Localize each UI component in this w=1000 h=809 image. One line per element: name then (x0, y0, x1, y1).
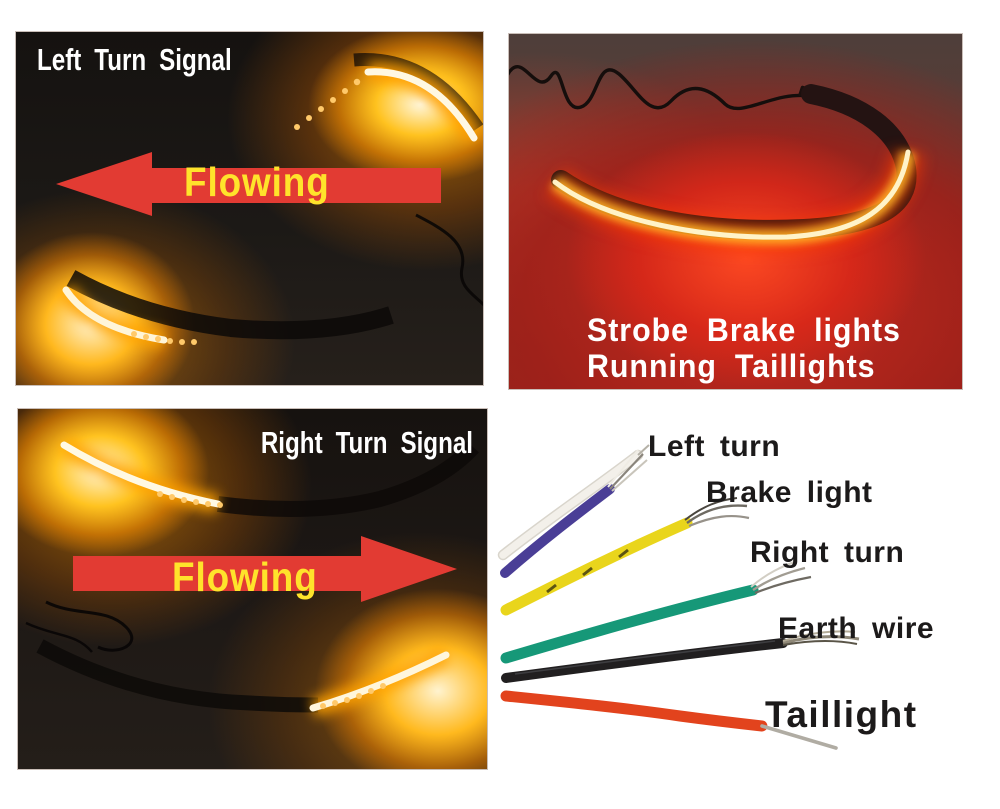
flow-label-right: Flowing (172, 554, 318, 600)
led-strip-top-housing (216, 441, 479, 517)
wire-label-brake-light: Brake light (706, 476, 873, 509)
right-turn-title: Right Turn Signal (260, 425, 473, 460)
led-dots-bottom (320, 683, 386, 709)
wire-yellow-strands (684, 497, 750, 528)
right-turn-photo-art (25, 436, 479, 718)
wire-label-left-turn: Left turn (648, 430, 781, 463)
wire-purple (500, 484, 615, 578)
brake-caption-line1: Strobe Brake lights (587, 312, 901, 348)
wire-yellow (500, 517, 693, 616)
right-flow-arrow-head (361, 536, 457, 602)
wire-red-strand (760, 724, 838, 750)
wire-yellow-tracer (546, 548, 629, 594)
led-strip-top-glow (59, 436, 220, 514)
power-wire (509, 65, 810, 111)
left-flow-arrow-head (56, 152, 152, 216)
led-dots-top (157, 491, 223, 508)
wire-black (501, 638, 788, 683)
wire-black-strands (782, 630, 860, 646)
taillight-band-core (552, 149, 911, 240)
flow-label-left: Flowing (184, 159, 330, 205)
led-strip-bottom-housing (66, 270, 394, 340)
wire-label-taillight: Taillight (765, 694, 918, 735)
wire-purple-strands (607, 449, 648, 492)
wire-green (500, 584, 759, 664)
power-wire-shadow (415, 213, 483, 307)
wire-green-strands (750, 560, 812, 595)
led-strip-top-core (364, 68, 478, 142)
left-turn-title: Left Turn Signal (37, 42, 232, 77)
wiring-art (497, 444, 860, 750)
white-wire-strand (637, 444, 650, 456)
left-turn-photo-art (58, 53, 483, 349)
led-strip-bottom-core (62, 286, 168, 344)
left-turn-panel: Left Turn Signal Flowing (15, 31, 484, 386)
power-wire-shadow-2 (25, 621, 93, 653)
brake-light-panel: Strobe Brake lights Running Taillights (508, 33, 963, 390)
brake-caption-line2: Running Taillights (587, 348, 876, 384)
brake-photo-art (509, 65, 925, 255)
led-strip-bottom-core (309, 651, 450, 712)
left-flow-arrow-body (152, 168, 441, 203)
power-wire-shadow (45, 600, 134, 652)
led-dots-bottom (131, 331, 197, 345)
wiring-diagram-panel: Left turn Brake light Right turn Earth w… (495, 408, 1000, 809)
wire-black-highlight (514, 640, 776, 675)
right-flow-arrow-body (73, 556, 361, 591)
wire-label-earth-wire: Earth wire (778, 612, 935, 645)
wire-red (500, 690, 768, 732)
right-turn-panel: Right Turn Signal Flowing (17, 408, 488, 770)
white-wire (499, 451, 642, 559)
led-strip-top-core (60, 441, 222, 508)
wire-label-right-turn: Right turn (750, 536, 905, 569)
led-dots-top (294, 78, 361, 130)
led-strip-bottom-housing (36, 639, 319, 713)
